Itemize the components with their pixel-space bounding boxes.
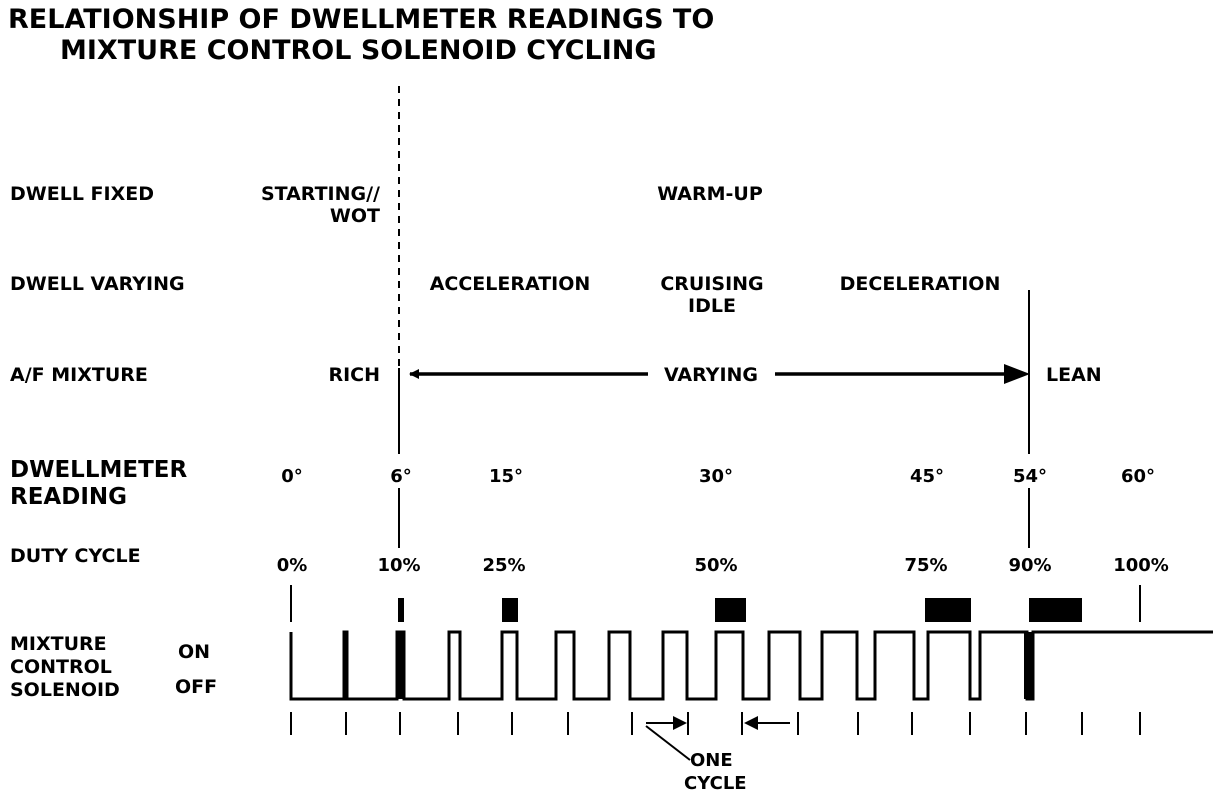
- pulse-fill: [396, 632, 405, 699]
- condition-starting-2: WOT: [330, 205, 380, 227]
- one-cycle-label-1: ONE: [690, 750, 733, 771]
- condition-acceleration: ACCELERATION: [430, 273, 591, 295]
- dwell-reading: 45°: [910, 466, 944, 487]
- row-label-dwellmeter-2: READING: [10, 484, 127, 510]
- solenoid-on-label: ON: [178, 641, 210, 663]
- duty-marker-50-percent: [715, 598, 746, 622]
- condition-starting-1: STARTING//: [261, 183, 380, 205]
- condition-deceleration: DECELERATION: [840, 273, 1001, 295]
- row-label-dwellmeter-1: DWELLMETER: [10, 457, 187, 483]
- duty-cycle-value: 0%: [277, 555, 308, 576]
- pulse-fill: [1024, 632, 1034, 699]
- mixture-varying: VARYING: [664, 364, 758, 386]
- dwell-reading: 6°: [390, 466, 412, 487]
- duty-cycle-value: 90%: [1008, 555, 1051, 576]
- row-label-solenoid-1: MIXTURE: [10, 633, 107, 655]
- row-label-solenoid-3: SOLENOID: [10, 679, 120, 701]
- dwell-readings: 0° 6° 15° 30° 45° 54° 60°: [281, 466, 1155, 487]
- condition-cruising-1: CRUISING: [660, 273, 763, 295]
- duty-cycle-value: 75%: [904, 555, 947, 576]
- solenoid-square-wave: [289, 630, 1213, 701]
- dwell-reading: 54°: [1013, 466, 1047, 487]
- row-label-dwell-fixed: DWELL FIXED: [10, 183, 154, 205]
- duty-cycle-value: 100%: [1113, 555, 1169, 576]
- duty-cycle-value: 50%: [694, 555, 737, 576]
- duty-marker-75-percent: [925, 598, 971, 622]
- one-cycle-arrow-left-head: [673, 716, 687, 730]
- one-cycle-arrow-right-head: [744, 716, 758, 730]
- duty-cycle-value: 10%: [377, 555, 420, 576]
- duty-cycle-markers: [290, 585, 1141, 622]
- title-line-2: MIXTURE CONTROL SOLENOID CYCLING: [60, 35, 657, 66]
- mixture-rich: RICH: [328, 364, 380, 386]
- duty-marker-25-percent: [502, 598, 518, 622]
- duty-marker-90-percent: [1029, 598, 1082, 622]
- dwell-reading: 30°: [699, 466, 733, 487]
- arrow-head-lean: [1004, 364, 1030, 384]
- dwell-reading: 60°: [1121, 466, 1155, 487]
- row-label-solenoid-2: CONTROL: [10, 656, 112, 678]
- condition-cruising-2: IDLE: [688, 295, 736, 317]
- mixture-lean: LEAN: [1046, 364, 1102, 386]
- one-cycle-label-2: CYCLE: [684, 773, 747, 794]
- one-cycle-leader-line: [645, 725, 691, 761]
- dwell-reading: 0°: [281, 466, 303, 487]
- title-line-1: RELATIONSHIP OF DWELLMETER READINGS TO: [8, 4, 714, 35]
- dwell-reading: 15°: [489, 466, 523, 487]
- duty-cycle-value: 25%: [482, 555, 525, 576]
- duty-cycle-values: 0% 10% 25% 50% 75% 90% 100%: [277, 555, 1169, 576]
- row-label-af-mixture: A/F MIXTURE: [10, 364, 148, 386]
- row-label-duty-cycle: DUTY CYCLE: [10, 545, 141, 567]
- cycle-tick-marks: [290, 712, 1141, 735]
- solenoid-off-label: OFF: [175, 676, 217, 698]
- duty-marker-10-percent: [398, 598, 404, 622]
- condition-warmup: WARM-UP: [657, 183, 763, 205]
- row-label-dwell-varying: DWELL VARYING: [10, 273, 185, 295]
